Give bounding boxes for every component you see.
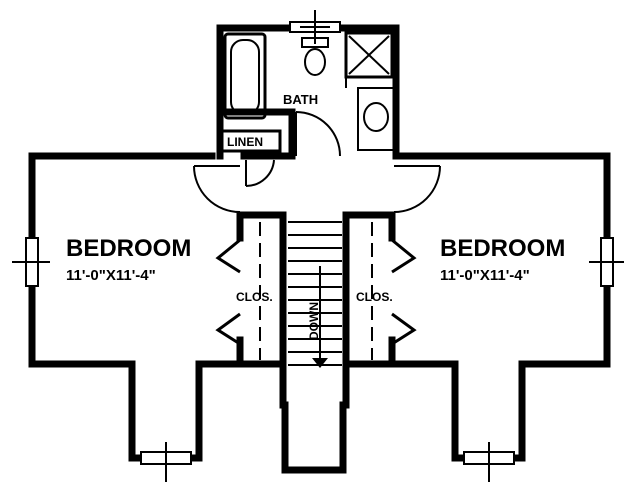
stair-arrow-head: [312, 358, 328, 368]
shower-x-2: [348, 35, 390, 75]
sink-basin: [363, 102, 389, 132]
exterior-wall: [28, 152, 611, 474]
label-bedroom-left: BEDROOM: [66, 235, 191, 262]
label-linen: LINEN: [227, 135, 263, 149]
hall-wall-left: [236, 211, 287, 409]
shower-stall: [344, 31, 394, 79]
closet-right-door-lower: [391, 312, 417, 346]
sink-counter: [357, 87, 395, 151]
label-bath: BATH: [283, 92, 318, 107]
label-closet-right: CLOS.: [356, 290, 393, 304]
label-stair-down: DOWN: [307, 302, 321, 340]
closet-left-door-lower: [215, 312, 241, 346]
door-left-bedroom-swing: [193, 165, 241, 213]
stair-treads: [288, 221, 342, 366]
label-bedroom-right-dim: 11'-0"X11'-4": [440, 267, 530, 284]
linen-box: [220, 129, 282, 153]
bath-door-swing: [295, 111, 341, 157]
closet-right-door-upper: [391, 238, 417, 274]
closet-left-door-upper: [215, 238, 241, 274]
bathtub-inner: [230, 39, 260, 115]
toilet-bowl: [304, 48, 326, 76]
linen-door-swing: [245, 159, 275, 188]
label-bedroom-left-dim: 11'-0"X11'-4": [66, 267, 156, 284]
door-right-bedroom-swing: [393, 165, 441, 213]
bathtub: [223, 32, 267, 120]
label-bedroom-right: BEDROOM: [440, 235, 565, 262]
bath-inner-wall: [216, 108, 296, 160]
label-closet-left: CLOS.: [236, 290, 273, 304]
hall-wall-right: [342, 211, 396, 409]
